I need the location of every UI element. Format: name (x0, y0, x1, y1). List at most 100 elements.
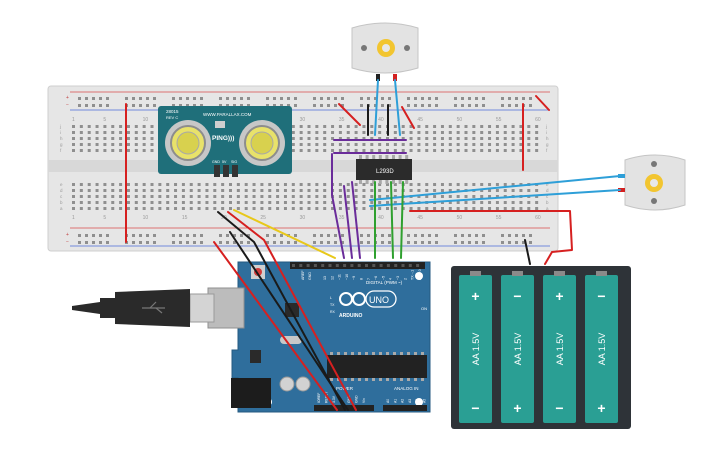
power-pin-label: 3.3V (332, 395, 336, 403)
wire-purple-1 (331, 153, 345, 259)
column-number-bottom: 35 (339, 215, 345, 221)
row-letter: a (546, 206, 549, 211)
sensor-led (215, 121, 225, 128)
row-letter: b (60, 200, 63, 205)
wire-black-gnd (217, 211, 346, 411)
battery-cell: +−AA 1.5V (459, 271, 492, 423)
column-number-top: 1 (72, 117, 75, 123)
digital-pin-label: RX←0 (418, 269, 422, 280)
battery-terminal-top: + (471, 288, 479, 304)
atmega-chip (327, 355, 427, 378)
battery-pack: +−AA 1.5V−+AA 1.5V+−AA 1.5V−+AA 1.5V (451, 266, 631, 429)
sensor-brand: WWW.PARALLAX.COM (203, 112, 252, 117)
wire-red-battery (409, 210, 573, 265)
digital-header[interactable] (290, 262, 425, 269)
column-number-top: 40 (378, 117, 384, 123)
digital-pin-label: ~9 (352, 276, 356, 280)
rail-sign: + (66, 95, 69, 101)
row-letter: c (60, 194, 63, 199)
rail-sign: + (66, 232, 69, 238)
battery-label: AA 1.5V (471, 333, 481, 366)
chip-pins (359, 155, 409, 184)
wire-black-arduino (229, 231, 349, 411)
arduino-logo-text: ARDUINO (339, 313, 362, 319)
digital-pin-label: ~3 (396, 276, 400, 280)
column-number-bottom: 55 (496, 215, 502, 221)
column-number-top: 45 (417, 117, 423, 123)
battery-label: AA 1.5V (597, 333, 607, 366)
wire-purple-2 (343, 185, 353, 259)
sensor-model: 28015 (166, 109, 179, 114)
wire-red-5v (227, 211, 357, 411)
digital-pin-label: ~6 (374, 276, 378, 280)
digital-pin-label: ~11 (338, 274, 342, 280)
sensor-pin-sig: SIG (231, 160, 237, 164)
column-number-bottom: 1 (72, 215, 75, 221)
row-letter: h (546, 136, 549, 141)
digital-pin-label: 8 (360, 278, 364, 280)
wire-motor-red-3 (535, 95, 550, 111)
column-number-top: 10 (143, 117, 149, 123)
header-pin-label: AREF (301, 270, 305, 280)
row-letter: i (60, 130, 61, 135)
rail-sign: − (66, 102, 69, 108)
row-letter: a (60, 206, 63, 211)
row-letter: h (60, 136, 63, 141)
analog-label: ANALOG IN (394, 386, 419, 391)
column-number-bottom: 30 (300, 215, 306, 221)
power-pin-label: GND (355, 395, 359, 403)
usb-cable-wire (72, 302, 100, 314)
analog-pin-label: A1 (393, 399, 397, 403)
row-letter: e (546, 182, 549, 187)
column-number-bottom: 45 (417, 215, 423, 221)
row-letter: g (60, 142, 63, 147)
wire-red-arduino (213, 241, 338, 411)
row-letter: j (545, 124, 547, 129)
column-number-bottom: 40 (378, 215, 384, 221)
power-pin-label: IOREF (317, 393, 321, 403)
column-number-top: 30 (300, 117, 306, 123)
arduino-logo (339, 290, 397, 308)
digital-pin-label: 4 (389, 278, 393, 280)
row-letter: c (546, 194, 549, 199)
wire-green-3 (400, 181, 404, 259)
row-letter: b (546, 200, 549, 205)
row-letter: d (546, 188, 549, 193)
row-letter: i (546, 130, 547, 135)
breadboard-center-channel (48, 160, 558, 172)
battery-cell: −+AA 1.5V (501, 271, 534, 423)
wire-yellow-signal (233, 209, 336, 259)
capacitor-2 (295, 376, 311, 392)
digital-label: DIGITAL (PWM ~) (366, 280, 403, 285)
sensor-pin-gnd: GND (212, 160, 220, 164)
motor-right (618, 154, 686, 211)
digital-pin-label: 12 (330, 276, 334, 280)
wire-black-battery (524, 239, 531, 265)
analog-pin-label: A3 (408, 399, 412, 403)
sensor-pins (214, 165, 238, 177)
rail-sign: − (66, 239, 69, 245)
row-letter: f (60, 148, 62, 153)
sensor-rev: REV C (166, 115, 178, 120)
ultrasonic-sensor: WWW.PARALLAX.COM 28015 REV C PING))) GND… (158, 106, 292, 177)
battery-cells: +−AA 1.5V−+AA 1.5V+−AA 1.5V−+AA 1.5V (459, 271, 618, 423)
battery-cell: +−AA 1.5V (543, 271, 576, 423)
analog-header[interactable] (383, 405, 427, 411)
l293d-chip: L293D (356, 155, 412, 184)
battery-label: AA 1.5V (513, 333, 523, 366)
column-number-bottom: 60 (535, 215, 541, 221)
sensor-pin-5v: 5V (222, 160, 227, 164)
motor-top (351, 22, 419, 81)
battery-terminal-top: − (597, 288, 605, 304)
battery-terminal-bottom: − (555, 400, 563, 416)
row-letter: d (60, 188, 63, 193)
usb-plug-metal (189, 293, 215, 323)
arduino-uno: DIGITAL (PWM ~) ON L TX RX UNO ARDUINO (207, 261, 431, 413)
battery-cell: − + AA 1.5V (585, 271, 618, 423)
power-jack[interactable] (231, 378, 271, 408)
battery-terminal-bottom: + (597, 400, 605, 416)
column-number-top: 55 (496, 117, 502, 123)
